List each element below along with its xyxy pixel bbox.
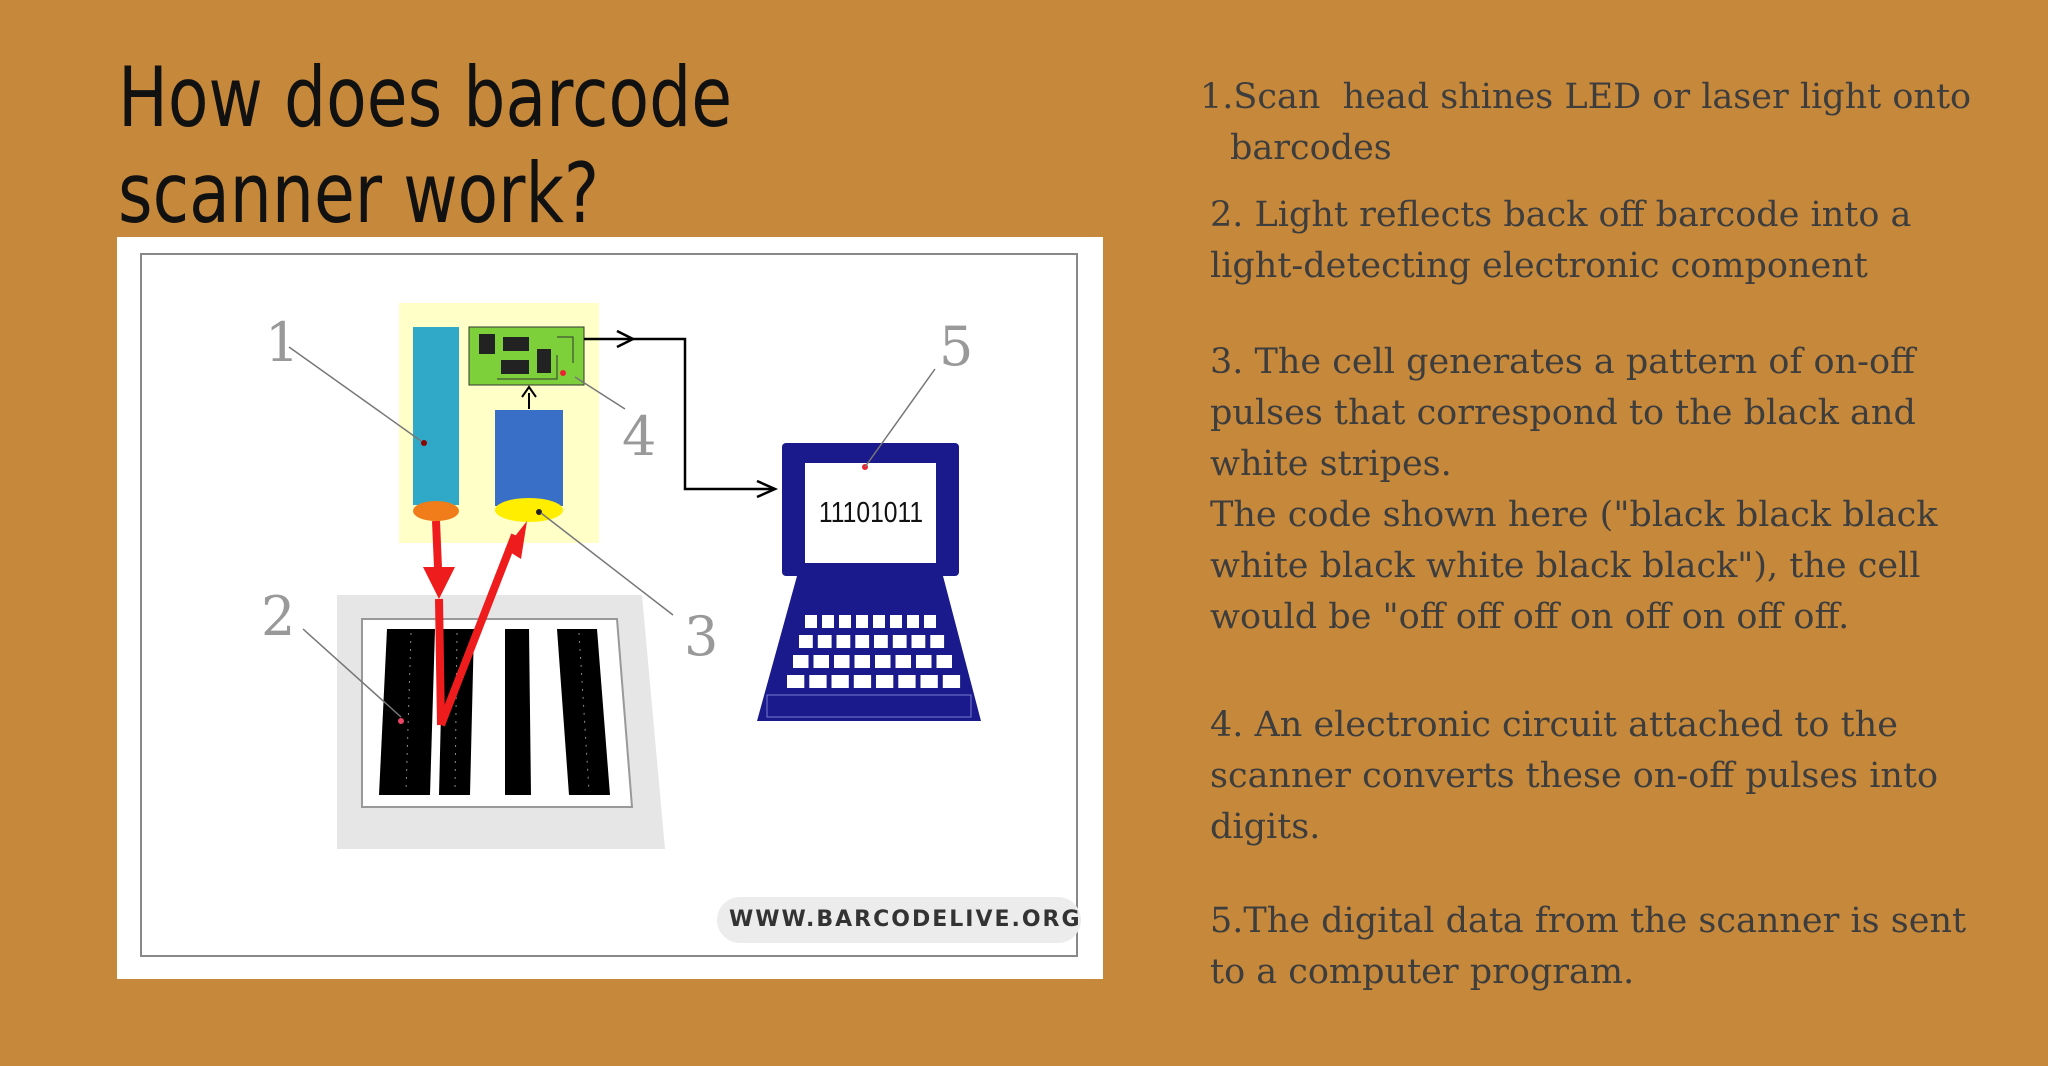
- keyboard-key: [873, 615, 885, 628]
- diagram-label-2: 2: [261, 585, 295, 648]
- step-3-line-3: white stripes.: [1210, 444, 1452, 484]
- circuit-output-arrowhead: [616, 329, 636, 349]
- keyboard-key: [916, 655, 932, 668]
- barcode-stripe: [505, 629, 531, 795]
- step-3-line-4: The code shown here ("black black black: [1210, 495, 1938, 535]
- page-title: How does barcode scanner work?: [118, 49, 733, 242]
- step-4-line-1: 4. An electronic circuit attached to the: [1210, 705, 1898, 745]
- step-3: 3. The cell generates a pattern of on-of…: [1210, 337, 1938, 643]
- circuit-chip: [501, 360, 529, 374]
- step-2: 2. Light reflects back off barcode into …: [1210, 190, 1911, 292]
- keyboard-key: [876, 675, 894, 688]
- keyboard-key: [813, 655, 829, 668]
- keyboard-key: [799, 635, 813, 648]
- keyboard-key: [930, 635, 945, 648]
- website-text: WWW.BARCODELIVE.ORG: [729, 907, 1082, 932]
- step-4-line-2: scanner converts these on-off pulses int…: [1210, 756, 1939, 796]
- keyboard-key: [787, 675, 805, 688]
- keyboard-key: [809, 675, 827, 688]
- keyboard-key: [836, 635, 851, 648]
- keyboard-key: [895, 655, 911, 668]
- computer-screen: [805, 463, 936, 563]
- keyboard-key: [855, 635, 870, 648]
- barcode-stripe: [379, 629, 435, 795]
- title-line-2: scanner work?: [118, 145, 600, 242]
- pointer-line-4: [574, 376, 626, 410]
- keyboard-key: [834, 655, 850, 668]
- keyboard-key: [817, 635, 832, 648]
- step-4: 4. An electronic circuit attached to the…: [1210, 700, 1938, 853]
- keyboard-key: [936, 655, 952, 668]
- keyboard-key: [839, 615, 851, 628]
- computer-keys: [787, 615, 961, 688]
- title-line-1: How does barcode: [118, 49, 733, 146]
- pointer-line-3: [540, 512, 674, 616]
- step-5-line-1: 5.The digital data from the scanner is s…: [1210, 901, 1967, 941]
- emitted-beam-arrowhead: [423, 567, 455, 599]
- barcode-dot: [398, 718, 404, 724]
- circuit-chip: [503, 337, 529, 351]
- sensor-lens: [495, 498, 563, 522]
- step-1: 1.Scan head shines LED or laser light on…: [1200, 72, 1971, 174]
- diagram-label-5: 5: [939, 315, 973, 378]
- keyboard-key: [898, 675, 916, 688]
- step-1-line-2: barcodes: [1230, 128, 1392, 168]
- diagram-frame: [140, 253, 1078, 957]
- keyboard-key: [924, 615, 936, 628]
- diagram-label-1: 1: [265, 311, 299, 374]
- step-5-line-2: to a computer program.: [1210, 952, 1635, 992]
- step-3-line-1: 3. The cell generates a pattern of on-of…: [1210, 342, 1915, 382]
- keyboard-key: [911, 635, 926, 648]
- sensor-dot: [536, 509, 542, 515]
- circuit-traces: [497, 336, 574, 380]
- website-badge: [717, 897, 1081, 943]
- keyboard-key: [875, 655, 891, 668]
- keyboard-key: [942, 675, 961, 688]
- diagram-label-3: 3: [684, 605, 718, 668]
- step-2-line-1: 2. Light reflects back off barcode into …: [1210, 195, 1912, 235]
- reflected-beam: [437, 533, 519, 727]
- keyboard-key: [831, 675, 849, 688]
- computer-input-arrowhead: [756, 479, 779, 499]
- keyboard-key: [854, 655, 870, 668]
- step-3-line-2: pulses that correspond to the black and: [1210, 393, 1916, 433]
- step-2-line-2: light-detecting electronic component: [1210, 246, 1868, 286]
- computer-keyboard-edge: [766, 694, 972, 718]
- step-3-line-5: white black white black black"), the cel…: [1210, 546, 1921, 586]
- keyboard-key: [853, 675, 872, 688]
- step-1-line-1: 1.Scan head shines LED or laser light on…: [1200, 77, 1972, 117]
- diagram-label-4: 4: [622, 405, 656, 468]
- keyboard-key: [920, 675, 938, 688]
- keyboard-key: [793, 655, 809, 668]
- keyboard-key: [907, 615, 919, 628]
- keyboard-key: [890, 615, 902, 628]
- barcode-stripe: [557, 629, 610, 795]
- pointer-line-5: [864, 368, 936, 468]
- circuit-chip: [537, 349, 551, 373]
- reflected-beam-arrowhead: [505, 521, 527, 559]
- pointer-line-1: [288, 346, 422, 442]
- keyboard-key: [805, 615, 817, 628]
- light-source-dot: [421, 440, 427, 446]
- screen-code: 11101011: [819, 496, 923, 528]
- circuit-chip: [479, 334, 495, 354]
- keyboard-key: [856, 615, 868, 628]
- pointer-line-2: [302, 628, 402, 718]
- diagram-panel: 11101011 1 2 3 4 5 WWW.BARCODELIVE.ORG: [117, 237, 1103, 979]
- step-5: 5.The digital data from the scanner is s…: [1210, 896, 1966, 998]
- beam-to-barcode: [435, 598, 445, 726]
- circuit-dot: [560, 370, 566, 376]
- step-4-line-3: digits.: [1210, 807, 1321, 847]
- circuit-to-computer-line: [584, 337, 775, 491]
- light-source-lens: [413, 501, 459, 521]
- barcode-scanner-diagram: 11101011 1 2 3 4 5 WWW.BARCODELIVE.ORG: [140, 253, 1082, 957]
- keyboard-key: [874, 635, 888, 648]
- light-sensor: [495, 410, 563, 506]
- sensor-to-circuit-arrowhead: [521, 385, 537, 398]
- light-source: [413, 327, 459, 505]
- keyboard-key: [822, 615, 834, 628]
- keyboard-key: [892, 635, 907, 648]
- step-3-line-6: would be "off off off on off on off off.: [1210, 597, 1850, 637]
